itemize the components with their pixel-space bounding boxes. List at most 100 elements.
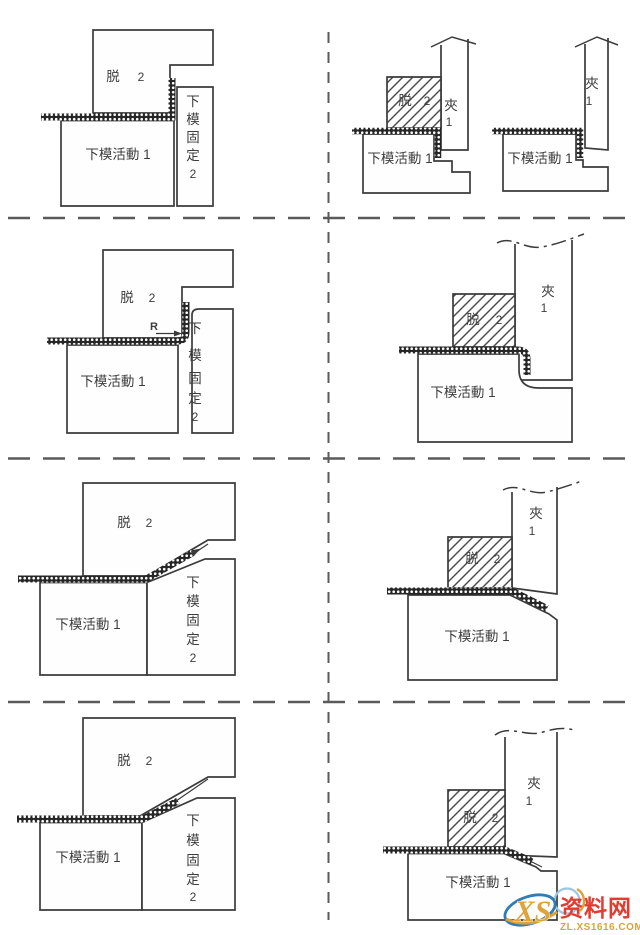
lower-movable-label: 下模活動 1 — [55, 850, 120, 865]
stripper-label: 脱 — [120, 290, 134, 305]
lower-fixed-char-2: 模 — [186, 594, 200, 609]
panel-row1-left: 脱 2 下模活動 1 下 模 固 定 2 — [41, 29, 214, 207]
sheet-metal-strip — [41, 78, 176, 121]
watermark-site-url: ZL.XS1616.COM — [560, 922, 640, 933]
sheet-metal-strip — [352, 127, 442, 158]
lower-fixed-die-block — [176, 86, 214, 207]
lower-fixed-char-1: 下 — [188, 321, 202, 336]
lower-fixed-char-4: 定 — [188, 391, 202, 406]
lower-movable-label: 下模活動 1 — [85, 147, 150, 162]
clamp-number: 1 — [526, 794, 533, 808]
panel-row2-right: 脱 2 夾 1 下模活動 1 — [399, 233, 585, 443]
sheet-metal-strip-slanted — [387, 587, 549, 612]
sheet-metal-strip — [492, 127, 584, 158]
lower-movable-label: 下模活動 1 — [430, 385, 495, 400]
clamp-label: 夾 — [541, 284, 555, 299]
sheet-metal-strip-slanted — [383, 846, 534, 865]
lower-fixed-char-1: 下 — [186, 813, 200, 828]
lower-fixed-char-4: 定 — [186, 148, 200, 163]
panel-row3-right: 脱 2 夾 1 下模活動 1 — [387, 480, 583, 681]
lower-movable-label: 下模活動 1 — [445, 875, 510, 890]
lower-fixed-char-3: 固 — [186, 853, 200, 868]
lower-fixed-number: 2 — [190, 890, 197, 904]
lower-movable-die-block — [362, 133, 471, 194]
lower-fixed-char-4: 定 — [186, 872, 200, 887]
stripper-label: 脱 — [465, 551, 479, 566]
watermark-site-name: 资料网 — [560, 895, 632, 921]
sheet-metal-strip-slanted — [17, 797, 180, 823]
break-line-wavy — [496, 233, 585, 249]
die-gap-line — [529, 860, 543, 868]
stripper-block-hatched — [452, 293, 516, 348]
section-dividers — [8, 32, 632, 920]
lower-movable-die-block — [502, 133, 609, 192]
sheet-metal-strip-slanted — [18, 548, 196, 583]
stripper-number: 2 — [496, 313, 503, 327]
panel-row4-right: 脱 2 夾 1 下模活動 1 — [383, 727, 578, 921]
clamp-number: 1 — [586, 94, 593, 108]
lower-movable-label: 下模活動 1 — [367, 151, 432, 166]
lower-movable-die-block — [39, 821, 143, 911]
clamp-label: 夾 — [527, 776, 541, 791]
lower-movable-die-block — [60, 119, 175, 207]
panel-row1-right-a: 脱 2 夾 1 下模活動 1 — [352, 36, 477, 194]
break-line-wavy — [502, 480, 583, 494]
lower-movable-label: 下模活動 1 — [507, 151, 572, 166]
clamp-label: 夾 — [529, 506, 543, 521]
lower-fixed-char-2: 模 — [186, 833, 200, 848]
clamp-number: 1 — [529, 524, 536, 538]
clamp-column — [440, 39, 469, 151]
lower-movable-die-block — [407, 852, 558, 921]
watermark-gold-arc — [576, 887, 586, 912]
lower-fixed-number: 2 — [192, 410, 199, 424]
lower-movable-label: 下模活動 1 — [80, 374, 145, 389]
clamp-number: 1 — [541, 301, 548, 315]
stripper-number: 2 — [149, 291, 156, 305]
clamp-number: 1 — [446, 115, 453, 129]
stripper-block-hatched — [447, 536, 513, 589]
sheet-metal-strip-bent — [399, 346, 531, 375]
stripper-block-hatched — [386, 76, 442, 129]
stripper-label: 脱 — [117, 753, 131, 768]
panel-row4-left: 脱 2 下模活動 1 下 模 固 定 2 — [17, 717, 236, 911]
watermark-logo-swoosh — [505, 910, 558, 925]
panel-row1-right-b: 夾 1 下模活動 1 — [492, 36, 619, 192]
lower-fixed-char-1: 下 — [186, 575, 200, 590]
lower-fixed-die-block — [146, 558, 236, 676]
stripper-label: 脱 — [106, 69, 120, 84]
clamp-column — [584, 38, 609, 151]
bend-radius-label: R — [150, 321, 158, 333]
stripper-number: 2 — [138, 70, 145, 84]
lower-fixed-die-block — [191, 308, 234, 434]
stripper-block — [92, 29, 214, 114]
lower-fixed-char-3: 固 — [188, 371, 202, 386]
lower-fixed-char-3: 固 — [186, 613, 200, 628]
lower-fixed-char-3: 固 — [186, 130, 200, 145]
stripper-label: 脱 — [117, 515, 131, 530]
stripper-number: 2 — [492, 811, 499, 825]
lower-movable-die-block — [417, 353, 573, 443]
lower-fixed-char-2: 模 — [188, 348, 202, 363]
break-line — [574, 36, 619, 48]
die-gap-line — [195, 543, 209, 553]
lower-movable-die-block — [66, 344, 179, 434]
lower-movable-label: 下模活動 1 — [55, 617, 120, 632]
panel-row3-left: 脱 2 下模活動 1 下 模 固 定 2 — [18, 482, 236, 676]
stripper-number: 2 — [146, 754, 153, 768]
clamp-column — [511, 487, 558, 595]
panel-row2-left: R 脱 2 下模活動 1 下 模 固 定 2 — [47, 249, 234, 434]
lower-fixed-number: 2 — [190, 167, 197, 181]
lower-fixed-char-1: 下 — [186, 94, 200, 109]
lower-fixed-die-block — [141, 797, 236, 911]
sheet-metal-strip-bent — [47, 302, 190, 345]
stripper-number: 2 — [146, 516, 153, 530]
stripper-number: 2 — [424, 94, 431, 108]
clamp-label: 夾 — [585, 76, 599, 91]
lower-fixed-char-4: 定 — [186, 632, 200, 647]
watermark: XS 资料网 ZL.XS1616.COM — [503, 887, 640, 933]
lower-fixed-char-2: 模 — [186, 112, 200, 127]
watermark-logo-text: XS — [514, 895, 552, 928]
stripper-number: 2 — [494, 552, 501, 566]
break-line-wavy — [494, 727, 578, 736]
